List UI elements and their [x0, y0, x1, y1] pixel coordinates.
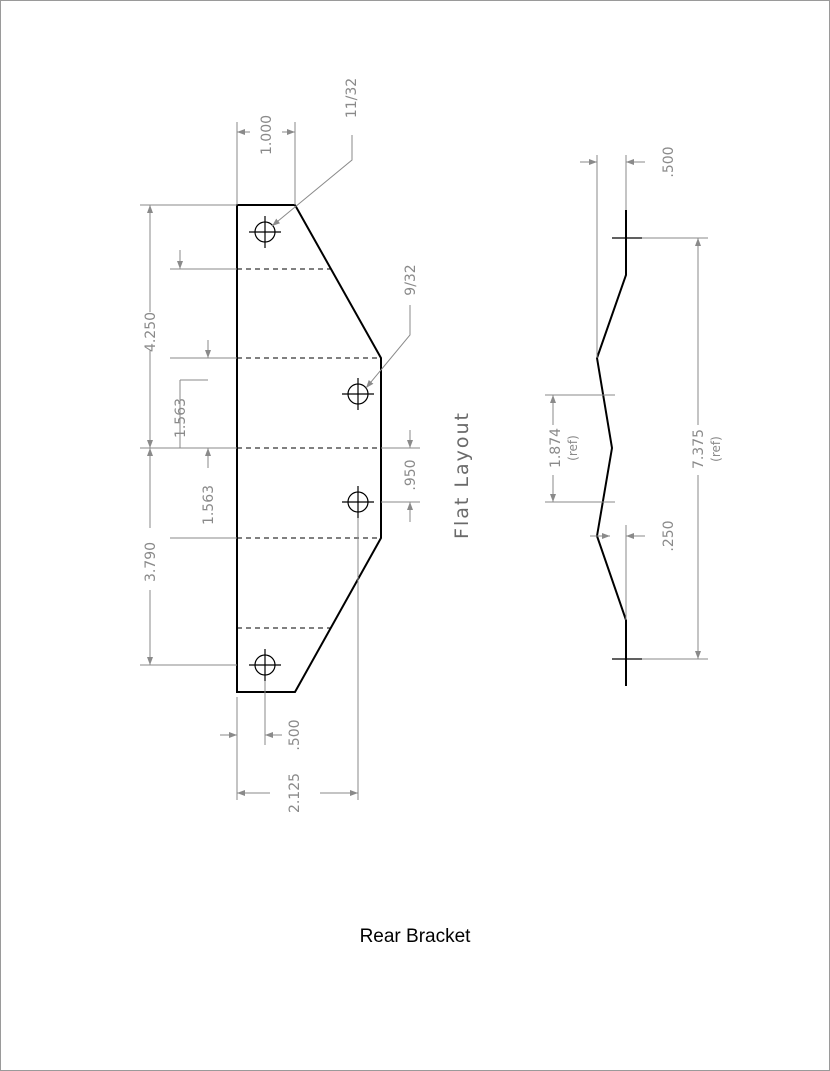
- dim-2125: 2.125: [287, 773, 303, 813]
- dim-7375: 7.375: [691, 429, 707, 469]
- side-dimension-lines: [545, 155, 708, 660]
- dim-1563-lower: 1.563: [201, 485, 217, 525]
- dim-1563-upper: 1.563: [173, 398, 189, 438]
- dim-500-bottom: .500: [287, 719, 303, 750]
- side-profile: [595, 210, 627, 686]
- holes: [249, 216, 374, 681]
- dim-950: .950: [403, 459, 419, 490]
- dim-1874-ref: (ref): [566, 435, 580, 461]
- dim-250: .250: [661, 520, 677, 551]
- dim-1000: 1.000: [259, 115, 275, 155]
- dim-9-32: 9/32: [403, 264, 419, 295]
- drawing-caption: Rear Bracket: [359, 926, 471, 947]
- dim-1874: 1.874: [548, 428, 564, 468]
- dimension-lines: [140, 122, 420, 800]
- dim-11-32: 11/32: [344, 78, 360, 118]
- dim-3790: 3.790: [143, 542, 159, 582]
- bend-lines: [237, 268, 381, 629]
- dim-4250: 4.250: [143, 312, 159, 352]
- dim-500-side: .500: [661, 146, 677, 177]
- side-profile-ticks: [612, 237, 642, 660]
- dim-7375-ref: (ref): [709, 436, 723, 462]
- flat-layout-title: Flat Layout: [451, 411, 473, 539]
